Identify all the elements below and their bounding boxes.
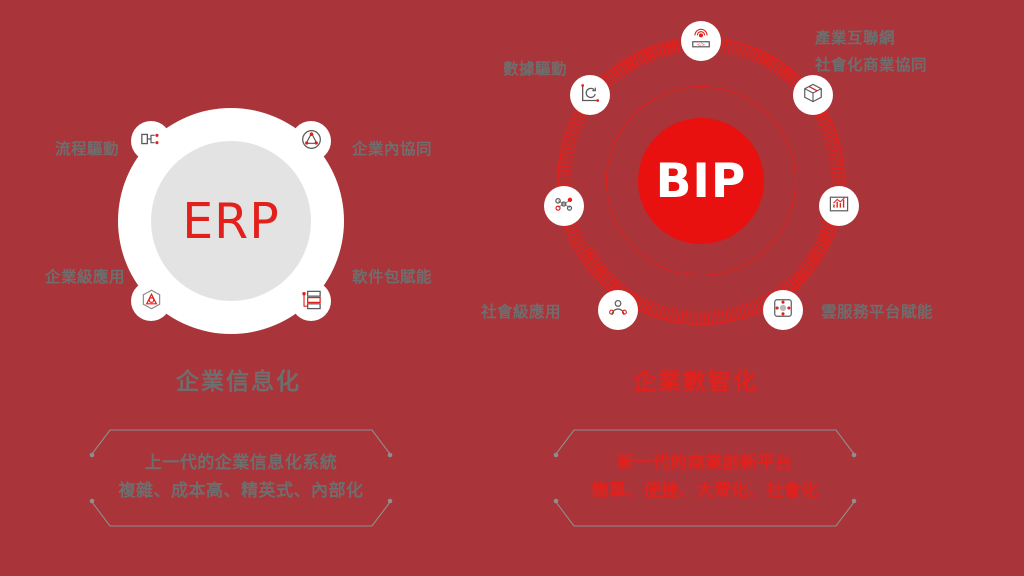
router-signal-icon: </> [690,28,712,54]
svg-text:</>: </> [697,42,705,47]
bip-node-cloud-platform[interactable] [763,290,803,330]
heading-erp-section: 企業信息化 [176,369,301,395]
server-stack-icon [300,288,323,315]
heading-bip-section: 企業數智化 [633,369,758,395]
bip-node-social-grade-app[interactable] [598,290,638,330]
cube-box-icon [802,82,824,108]
mesh-nodes-icon [553,193,575,219]
bip-label-social-grade-app: 社會級應用 [481,303,562,321]
callout-erp-text: 上一代的企業信息化系統 複雜、成本高、精英式、內部化 [88,424,394,532]
gear-hub-icon [772,297,794,323]
callout-bip-line1: 新一代的商業創新平台 [617,453,793,474]
bip-label-data-driven: 數據驅動 [503,60,568,78]
callout-erp: 上一代的企業信息化系統 複雜、成本高、精英式、內部化 [88,424,394,532]
erp-node-enterprise-grade-app[interactable] [131,281,171,321]
bip-node-mesh-network[interactable] [544,186,584,226]
erp-center-label: ERP [182,192,280,250]
bip-core-circle [638,118,764,244]
erp-diagram: ERP [118,108,344,334]
bip-node-analytics[interactable] [819,186,859,226]
bar-chart-icon [828,193,850,219]
callout-bracket-frame [89,429,393,527]
erp-label-process-driven: 流程驅動 [55,140,120,158]
erp-inner-disc [151,141,311,301]
chart-refresh-icon [579,82,601,108]
bip-label-social-commerce: 社會化商業協同 [815,56,928,74]
hexagon-atom-icon [140,288,163,315]
network-triangle-icon [300,128,323,155]
erp-node-software-package[interactable] [291,281,331,321]
erp-label-enterprise-grade-app: 企業級應用 [45,268,126,286]
bip-node-industry-internet[interactable] [793,75,833,115]
callout-erp-line1: 上一代的企業信息化系統 [144,453,338,474]
callout-erp-line2: 複雜、成本高、精英式、內部化 [118,481,364,501]
flow-node-icon [140,128,162,154]
erp-node-process-driven[interactable] [131,121,171,161]
callout-bip-line2: 簡單、便捷、大眾化、社會化 [591,481,819,501]
erp-label-intra-collaboration: 企業內協同 [352,140,433,158]
bip-label-industry-internet: 產業互聯網 [815,29,896,47]
callout-bip: 新一代的商業創新平台 簡單、便捷、大眾化、社會化 [552,424,858,532]
bip-node-data-driven[interactable] [570,75,610,115]
bip-label-cloud-platform: 雲服務平台賦能 [821,303,934,321]
erp-node-intra-collaboration[interactable] [291,121,331,161]
callout-bracket-frame [553,429,857,527]
bip-center-label: BIP [655,153,747,209]
bip-inner-ring [606,86,796,276]
bip-diagram: BIP </> [528,8,874,354]
bip-node-iot-gateway[interactable]: </> [681,21,721,61]
people-group-icon [607,297,629,323]
erp-label-software-package: 軟件包賦能 [352,268,433,286]
callout-bip-text: 新一代的商業創新平台 簡單、便捷、大眾化、社會化 [552,424,858,532]
